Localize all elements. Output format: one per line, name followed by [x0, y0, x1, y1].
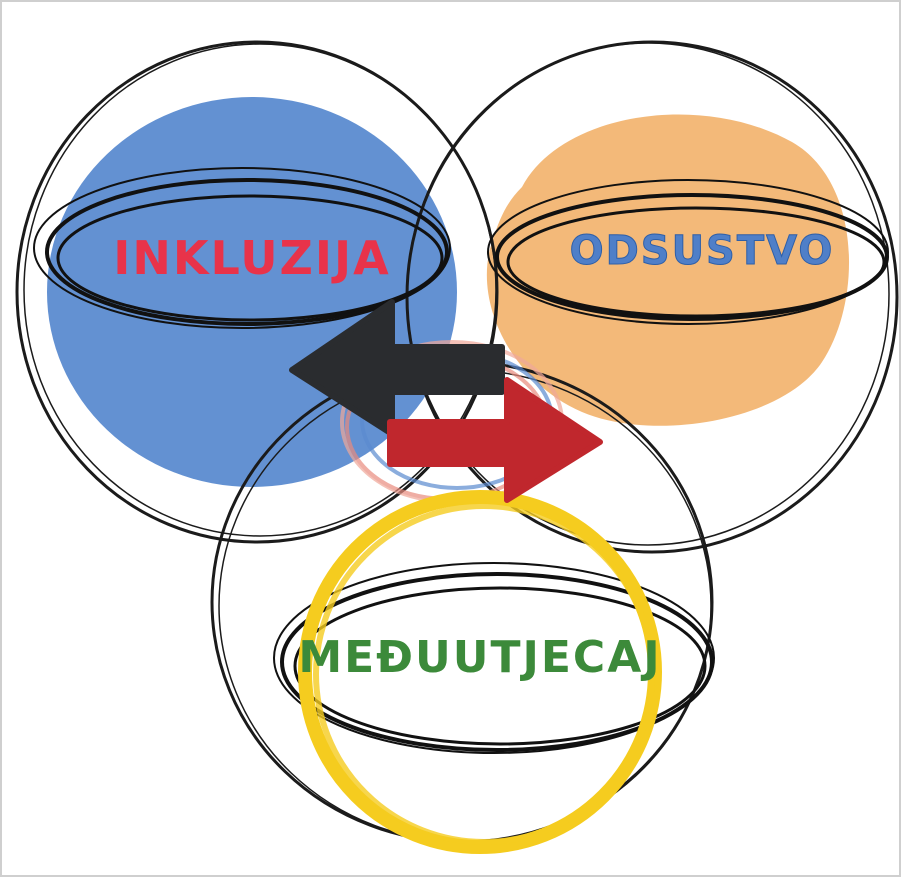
left-outline-circle	[15, 40, 499, 544]
left-outline-circle-b	[23, 43, 497, 537]
label-scribbles	[33, 167, 889, 754]
meduutjecaj-ring	[298, 490, 662, 854]
meduutjecaj-label: MEĐUUTJECAJ	[298, 632, 661, 683]
left-arrow-icon	[289, 299, 505, 437]
right-arrow-icon	[387, 377, 603, 503]
inkluzija-label: INKLUZIJA	[113, 231, 390, 285]
odsustvo-label: ODSUSTVO	[570, 228, 835, 274]
